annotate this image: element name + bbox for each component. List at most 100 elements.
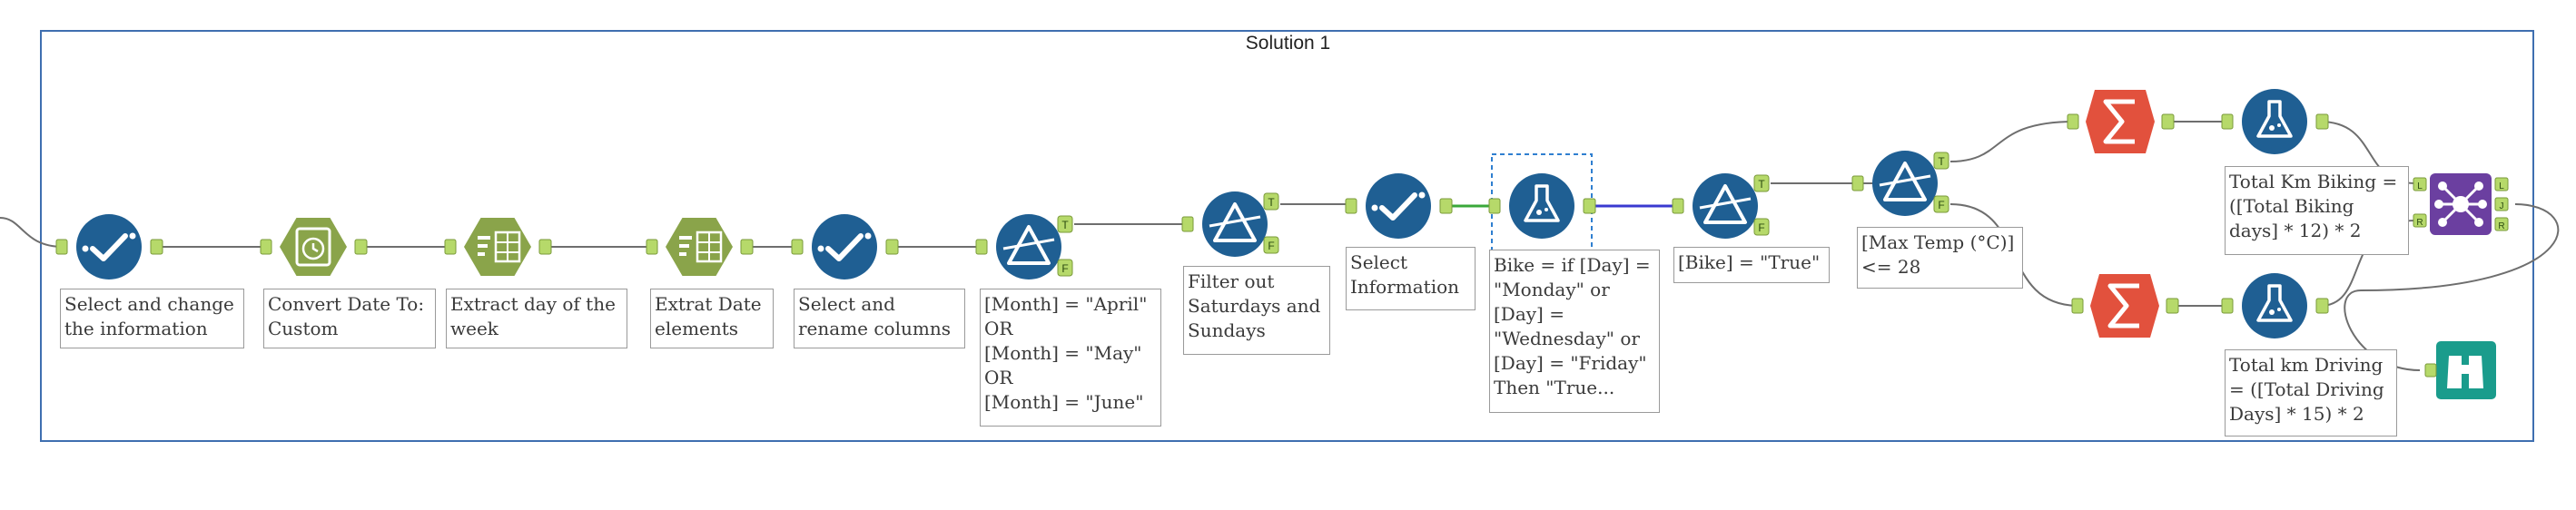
container-box[interactable]	[40, 30, 2534, 442]
tool-filter[interactable]: TF	[1851, 151, 1949, 216]
tool-select[interactable]	[55, 214, 163, 280]
true-anchor[interactable]	[1263, 192, 1279, 211]
output-anchor[interactable]	[2315, 113, 2329, 130]
filter-triangle-icon	[1202, 191, 1268, 257]
input-anchor[interactable]	[2413, 177, 2427, 191]
tool-formula[interactable]	[2221, 273, 2329, 338]
tool-annotation[interactable]: Convert Date To: Custom	[263, 289, 436, 348]
input-anchor[interactable]	[2424, 363, 2437, 378]
tool-annotation[interactable]: Select Information	[1346, 247, 1476, 310]
tool-annotation[interactable]: [Month] = "April" OR [Month] = "May" OR …	[980, 289, 1161, 427]
tool-summarize[interactable]	[2067, 90, 2175, 153]
tool-annotation[interactable]: [Max Temp (°C)] <= 28	[1857, 227, 2023, 289]
tool-annotation[interactable]: Bike = if [Day] = "Monday" or [Day] = "W…	[1489, 250, 1660, 413]
tool-annotation[interactable]: Select and rename columns	[794, 289, 965, 348]
filter-triangle-icon	[996, 214, 1061, 280]
tool-formula[interactable]	[2221, 89, 2329, 154]
input-anchor[interactable]	[1345, 198, 1357, 214]
connector-incoming	[0, 217, 64, 248]
tool-filter[interactable]: TF	[1181, 191, 1279, 257]
anchor-letter: F	[1061, 262, 1068, 275]
checkmark-icon	[812, 214, 877, 280]
tool-annotation[interactable]: Filter out Saturdays and Sundays	[1183, 266, 1330, 355]
tool-parse[interactable]	[646, 217, 754, 277]
output-anchor[interactable]	[1583, 198, 1596, 214]
input-anchor[interactable]	[1181, 216, 1194, 232]
tool-summarize[interactable]	[2071, 274, 2179, 338]
flask-icon	[1509, 173, 1574, 239]
sigma-icon	[2086, 90, 2155, 153]
output-anchor[interactable]	[354, 239, 368, 255]
parse-columns-icon	[464, 217, 531, 277]
input-anchor[interactable]	[2221, 298, 2234, 314]
tool-select[interactable]	[791, 214, 899, 280]
input-anchor[interactable]	[646, 239, 658, 255]
input-anchor[interactable]	[1851, 175, 1864, 191]
false-anchor[interactable]	[1933, 195, 1949, 213]
true-anchor[interactable]	[1753, 174, 1770, 192]
binoculars-icon	[2436, 341, 2496, 399]
input-anchor[interactable]	[791, 239, 804, 255]
flask-icon	[2242, 89, 2307, 154]
input-anchor[interactable]	[2413, 213, 2427, 228]
tool-annotation[interactable]: Extract day of the week	[446, 289, 627, 348]
clock-icon	[280, 217, 347, 277]
tool-annotation[interactable]: [Bike] = "True"	[1673, 247, 1830, 283]
checkmark-icon	[76, 214, 142, 280]
input-anchor[interactable]	[444, 239, 457, 255]
output-anchor[interactable]	[2161, 113, 2175, 130]
output-anchor[interactable]	[2494, 197, 2509, 211]
tool-datetime[interactable]	[260, 217, 368, 277]
tool-filter[interactable]: TF	[975, 214, 1073, 280]
input-anchor[interactable]	[1672, 198, 1684, 214]
anchor-letter: F	[1268, 240, 1274, 252]
false-anchor[interactable]	[1263, 236, 1279, 254]
sigma-icon	[2090, 274, 2159, 338]
tool-parse[interactable]	[444, 217, 552, 277]
false-anchor[interactable]	[1753, 218, 1770, 236]
anchor-letter: J	[2500, 201, 2504, 211]
output-anchor[interactable]	[2494, 177, 2509, 191]
tool-annotation[interactable]: Select and change the information	[60, 289, 244, 348]
input-anchor[interactable]	[260, 239, 272, 255]
output-anchor[interactable]	[150, 239, 163, 255]
tool-filter[interactable]: TF	[1672, 173, 1770, 239]
output-anchor[interactable]	[1439, 198, 1453, 214]
filter-triangle-icon	[1693, 173, 1758, 239]
input-anchor[interactable]	[2067, 113, 2079, 130]
filter-triangle-icon	[1872, 151, 1938, 216]
output-anchor[interactable]	[538, 239, 552, 255]
tool-annotation[interactable]: Extrat Date elements	[650, 289, 774, 348]
parse-columns-icon	[666, 217, 733, 277]
anchor-letter: R	[2498, 221, 2504, 231]
tool-browse[interactable]	[2424, 341, 2496, 399]
output-anchor[interactable]	[2315, 298, 2329, 314]
tool-annotation[interactable]: Total km Driving = ([Total Driving Days]…	[2225, 349, 2397, 436]
false-anchor[interactable]	[1057, 259, 1073, 277]
output-anchor[interactable]	[740, 239, 754, 255]
input-anchor[interactable]	[975, 239, 988, 255]
flask-icon	[2242, 273, 2307, 338]
input-anchor[interactable]	[2071, 298, 2084, 314]
anchor-letter: T	[1758, 178, 1765, 191]
input-anchor[interactable]	[55, 239, 68, 255]
anchor-letter: T	[1268, 196, 1275, 209]
true-anchor[interactable]	[1057, 215, 1073, 233]
anchor-letter: L	[2417, 181, 2423, 191]
anchor-letter: R	[2416, 218, 2423, 228]
connector-t11-t12	[1949, 121, 2076, 162]
output-anchor[interactable]	[2166, 298, 2179, 314]
container-title: Solution 1	[1245, 33, 1331, 54]
output-anchor[interactable]	[2494, 217, 2509, 231]
output-anchor[interactable]	[885, 239, 899, 255]
tool-formula[interactable]	[1488, 173, 1596, 239]
checkmark-icon	[1366, 173, 1431, 239]
tool-select[interactable]	[1345, 173, 1453, 239]
input-anchor[interactable]	[1488, 198, 1501, 214]
input-anchor[interactable]	[2221, 113, 2234, 130]
true-anchor[interactable]	[1933, 152, 1949, 170]
tool-annotation[interactable]: Total Km Biking = ([Total Biking days] *…	[2225, 166, 2409, 255]
